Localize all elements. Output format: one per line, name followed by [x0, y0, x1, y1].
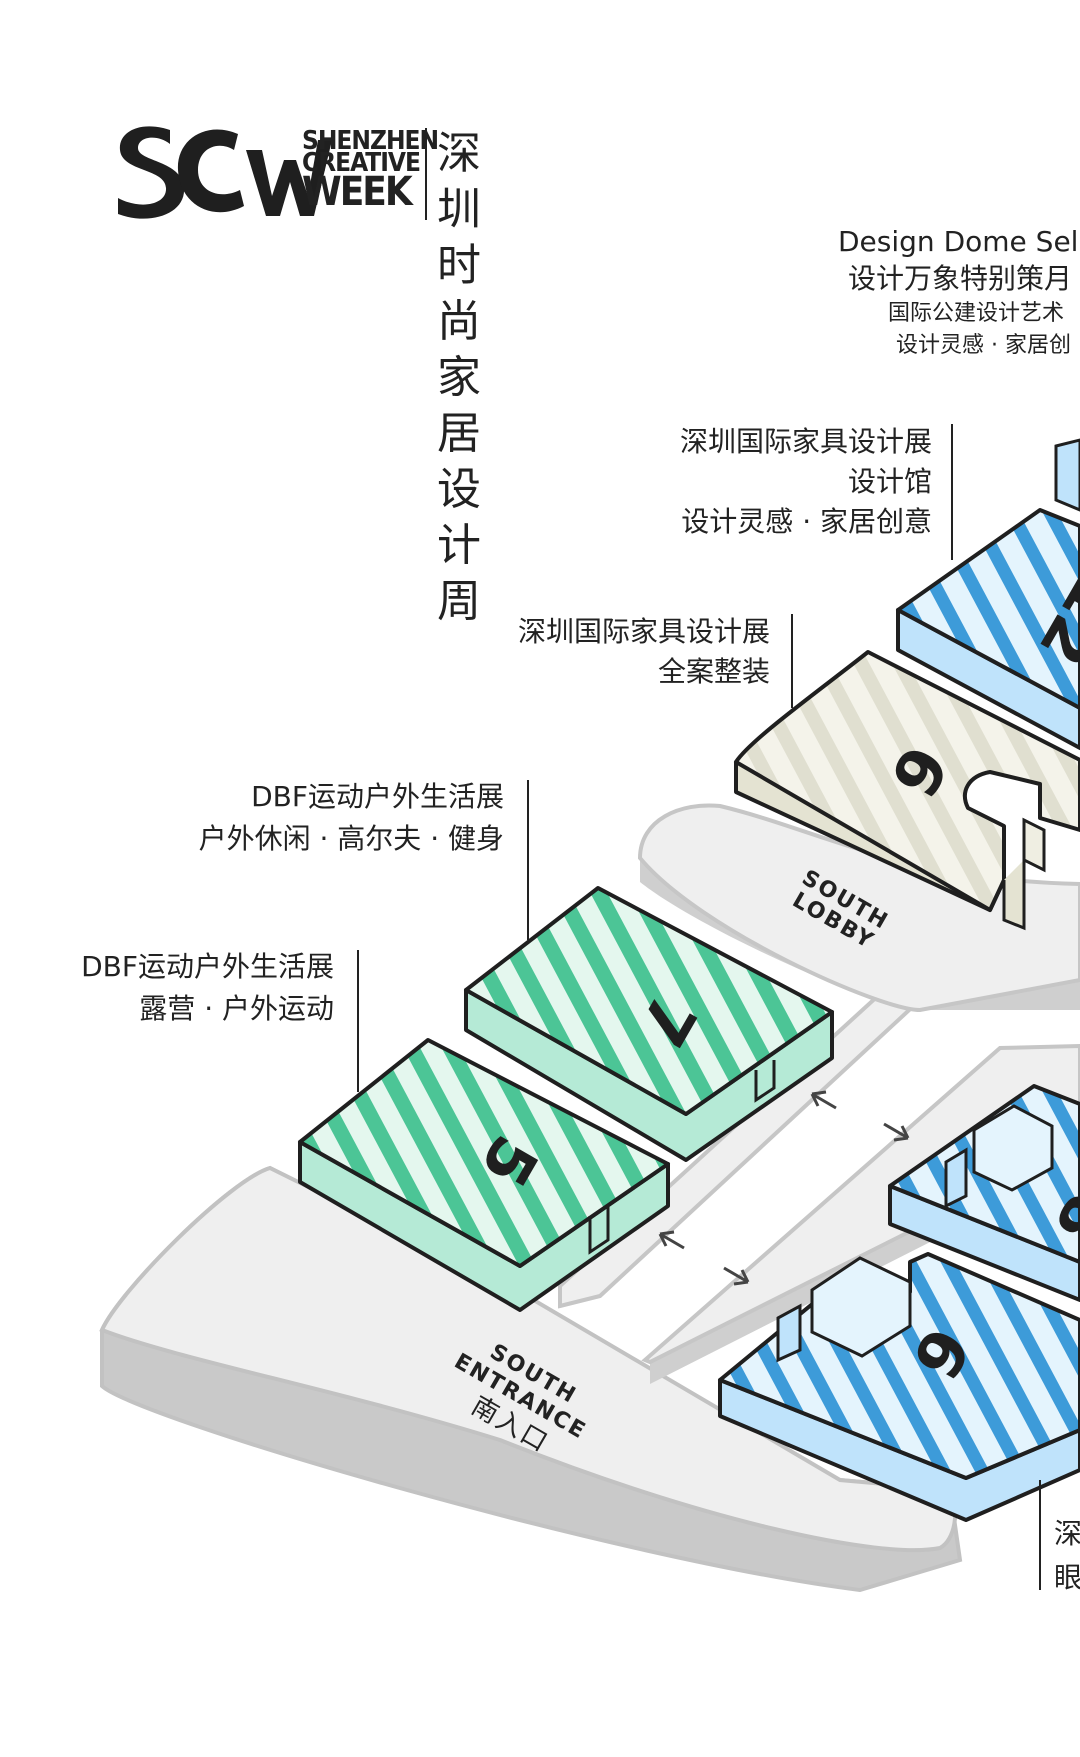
label-whole-house-hall[interactable]: 深圳国际家具设计展 全案整装	[518, 612, 770, 692]
dome-line1: Design Dome Sele	[838, 225, 1080, 258]
hall-5[interactable]	[298, 1038, 670, 1312]
logo-cn-line2: 家居设计周	[437, 352, 485, 627]
logo-divider	[425, 128, 427, 220]
dbf-golf-line2: 户外休闲 · 高尔夫 · 健身	[198, 822, 504, 855]
logo-en-line3: WEEK	[302, 168, 413, 215]
south-entrance-plaza[interactable]	[99, 1165, 963, 1593]
label-dbf-camp[interactable]: DBF运动户外生活展 露营 · 户外运动	[81, 946, 334, 1030]
dbf-camp-line2: 露营 · 户外运动	[139, 992, 334, 1025]
design-hall-line1: 深圳国际家具设计展	[679, 425, 932, 458]
design-hall-line3: 设计灵感 · 家居创意	[681, 505, 932, 538]
leader-lines	[357, 424, 1041, 1590]
logo-en-line1: SHENZHEN	[302, 126, 439, 156]
hall-6-blue[interactable]	[718, 1252, 1080, 1522]
scw-logo-mark	[118, 126, 332, 219]
dome-line3: 国际公建设计艺术	[888, 301, 1065, 326]
label-design-hall[interactable]: 深圳国际家具设计展 设计馆 设计灵感 · 家居创意	[680, 422, 932, 542]
label-dbf-golf[interactable]: DBF运动户外生活展 户外休闲 · 高尔夫 · 健身	[199, 776, 504, 860]
hall-7[interactable]	[464, 886, 834, 1162]
whole-house-line2: 全案整装	[657, 655, 770, 688]
logo-en-line2: CREATIVE	[302, 148, 421, 179]
hall-8[interactable]	[888, 1084, 1080, 1302]
logo-cn-line1: 深圳时尚	[437, 128, 485, 347]
label-design-dome[interactable]: Design Dome Sele 设计万象特别策月 国际公建设计艺术 设计灵感 …	[838, 224, 1080, 362]
walkway-arrows	[658, 1090, 910, 1286]
bottom-right-line1: 深	[1054, 1517, 1080, 1550]
dome-line2: 设计万象特别策月	[848, 262, 1073, 295]
label-bottom-right[interactable]: 深 眼	[1054, 1512, 1080, 1600]
hall-12[interactable]	[896, 438, 1080, 750]
design-hall-line2: 设计馆	[847, 465, 932, 498]
whole-house-line1: 深圳国际家具设计展	[517, 615, 770, 648]
dbf-camp-line1: DBF运动户外生活展	[81, 950, 334, 983]
bottom-right-line2: 眼	[1054, 1561, 1080, 1594]
hall-whole-house[interactable]	[734, 650, 1080, 931]
dbf-golf-line1: DBF运动户外生活展	[251, 780, 504, 813]
dome-line4: 设计灵感 · 家居创	[896, 333, 1071, 358]
